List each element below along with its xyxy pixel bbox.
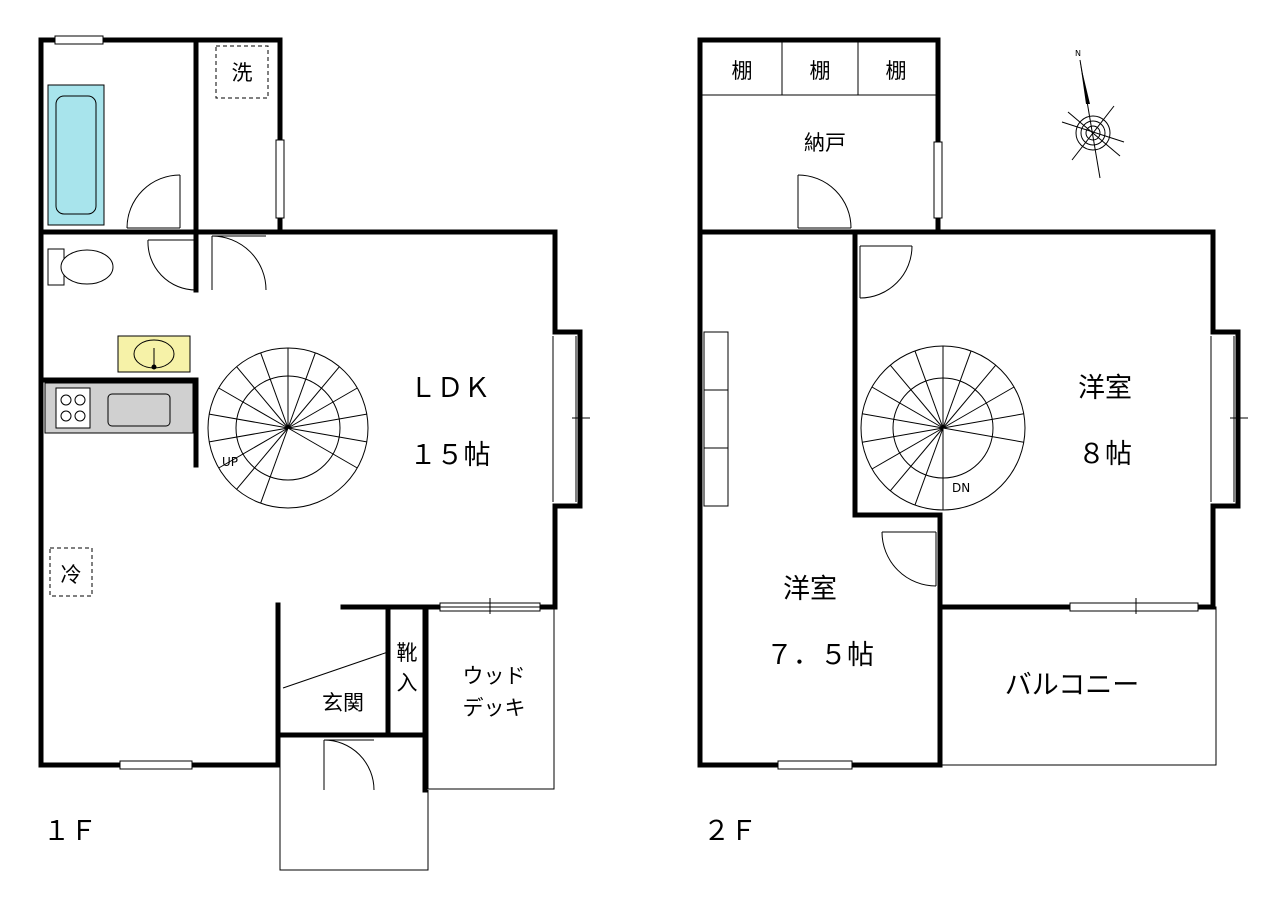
balcony-outline — [940, 606, 1217, 766]
compass-icon — [1061, 59, 1125, 179]
bath-door — [126, 174, 181, 229]
stair-tread — [871, 386, 944, 429]
entrance-label: 玄関 — [322, 691, 364, 715]
stair-tread — [942, 364, 997, 429]
stair-tread — [287, 366, 340, 429]
stairs-down-label: DN — [952, 481, 970, 495]
stair-tread — [942, 350, 972, 429]
shoe-closet-label-1: 靴 — [397, 641, 418, 665]
floor-1: 洗 — [38, 35, 590, 871]
floor-2-bay-window — [1210, 329, 1248, 509]
room-a-door — [859, 245, 913, 299]
wood-deck — [427, 606, 555, 790]
shelf-label-1: 棚 — [732, 59, 753, 83]
stair-tread — [287, 352, 316, 429]
stair-tread — [287, 387, 358, 429]
storage-label: 納戸 — [804, 131, 846, 155]
spiral-stairs-1f — [207, 347, 369, 509]
stair-tread — [287, 413, 367, 429]
stair-tread — [914, 427, 944, 506]
balcony-label: バルコニー — [1005, 670, 1139, 701]
ldk-size: １５帖 — [410, 440, 491, 471]
ldk-name: ＬＤＫ — [410, 373, 491, 404]
shelf-label-2: 棚 — [810, 59, 831, 83]
shelves — [702, 42, 936, 96]
toilet — [47, 248, 114, 286]
stair-tread — [218, 427, 289, 469]
stair-tread — [236, 366, 289, 429]
stair-tread — [889, 364, 944, 429]
ldk-door — [211, 235, 267, 291]
floor-1-bay-window — [552, 329, 590, 509]
floor-2-label: ２Ｆ — [703, 816, 757, 847]
kitchen-counter — [44, 382, 194, 434]
laundry-marker — [215, 45, 269, 99]
shelf-label-3: 棚 — [886, 59, 907, 83]
stair-tread — [871, 427, 944, 470]
laundry-label: 洗 — [232, 61, 253, 85]
stairs-up-label: UP — [222, 455, 238, 469]
room-b-name: 洋室 — [783, 574, 837, 605]
spiral-stairs-2f — [860, 345, 1026, 511]
stair-tread — [287, 427, 367, 443]
fridge-marker — [49, 547, 93, 597]
bathtub-inner — [55, 95, 97, 215]
stair-tread — [236, 427, 289, 490]
deck-label-1: ウッド — [463, 664, 526, 688]
stair-tread — [914, 350, 944, 429]
compass-north-label: N — [1075, 49, 1081, 58]
stair-tread — [260, 352, 289, 429]
deck-label-2: デッキ — [463, 696, 526, 720]
closet-room-b — [703, 331, 729, 507]
floor-2: 棚 棚 棚 納戸 — [697, 37, 1248, 847]
stair-tread — [218, 387, 289, 429]
floor-2-windows — [777, 141, 1199, 770]
stair-tread — [260, 427, 289, 504]
toilet-door — [147, 239, 197, 291]
fridge-label: 冷 — [61, 563, 82, 587]
stair-tread — [862, 413, 944, 429]
floor-2-walls — [697, 37, 1216, 768]
stair-tread — [942, 413, 1024, 429]
room-b-size: ７．５帖 — [766, 640, 874, 671]
floor-1-label: １Ｆ — [43, 816, 97, 847]
stair-tread — [287, 427, 358, 469]
storage-door — [797, 174, 852, 229]
stair-tread — [889, 427, 944, 492]
washbasin — [117, 335, 191, 373]
stair-tread — [209, 427, 289, 443]
stair-tread — [942, 386, 1015, 429]
room-a-size: ８帖 — [1078, 439, 1132, 470]
stair-tread — [942, 427, 1024, 443]
room-a-name: 洋室 — [1078, 373, 1132, 404]
room-b-door — [881, 531, 937, 587]
stair-tread — [209, 413, 289, 429]
stair-tread — [862, 427, 944, 443]
shoe-closet-label-2: 入 — [397, 671, 418, 695]
entrance — [279, 651, 429, 871]
